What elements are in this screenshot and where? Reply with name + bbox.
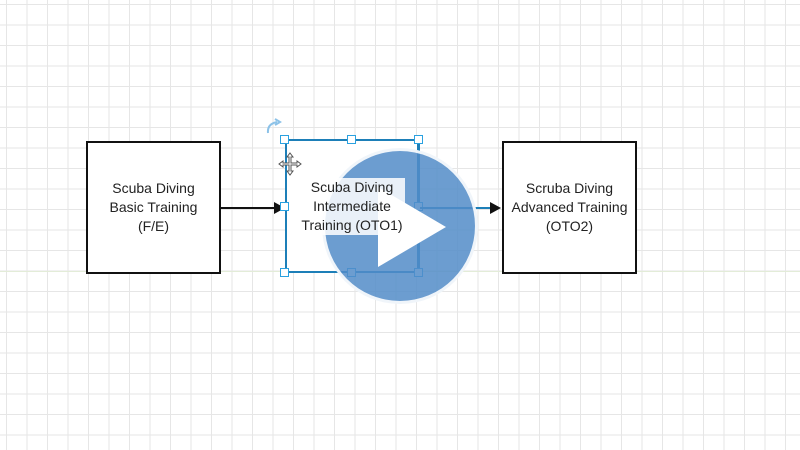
node-label-line: Scuba Diving xyxy=(299,177,405,197)
node-label-line: Intermediate xyxy=(299,196,405,216)
node-label-line: (F/E) xyxy=(137,218,170,234)
arrowhead-icon xyxy=(490,202,501,214)
connector-arrow[interactable] xyxy=(221,207,275,209)
resize-handle[interactable] xyxy=(280,268,289,277)
node-basic-training[interactable]: Scuba Diving Basic Training (F/E) xyxy=(86,141,221,274)
move-cursor-icon xyxy=(278,152,302,176)
resize-handle[interactable] xyxy=(347,135,356,144)
node-label-line: Training (OTO1) xyxy=(299,215,405,235)
resize-handle[interactable] xyxy=(280,202,289,211)
node-intermediate-label: Scuba Diving Intermediate Training (OTO1… xyxy=(285,139,419,273)
arrowhead-icon xyxy=(274,202,285,214)
node-label-line: Scruba Diving xyxy=(525,180,614,196)
resize-handle[interactable] xyxy=(280,135,289,144)
node-label-line: (OTO2) xyxy=(545,218,594,234)
rotate-icon[interactable] xyxy=(264,118,284,136)
node-label-line: Basic Training xyxy=(109,199,198,215)
node-label-line: Advanced Training xyxy=(511,199,628,215)
node-label-line: Scuba Diving xyxy=(112,180,195,196)
node-advanced-training[interactable]: Scruba Diving Advanced Training (OTO2) xyxy=(502,141,637,274)
resize-handle[interactable] xyxy=(414,135,423,144)
